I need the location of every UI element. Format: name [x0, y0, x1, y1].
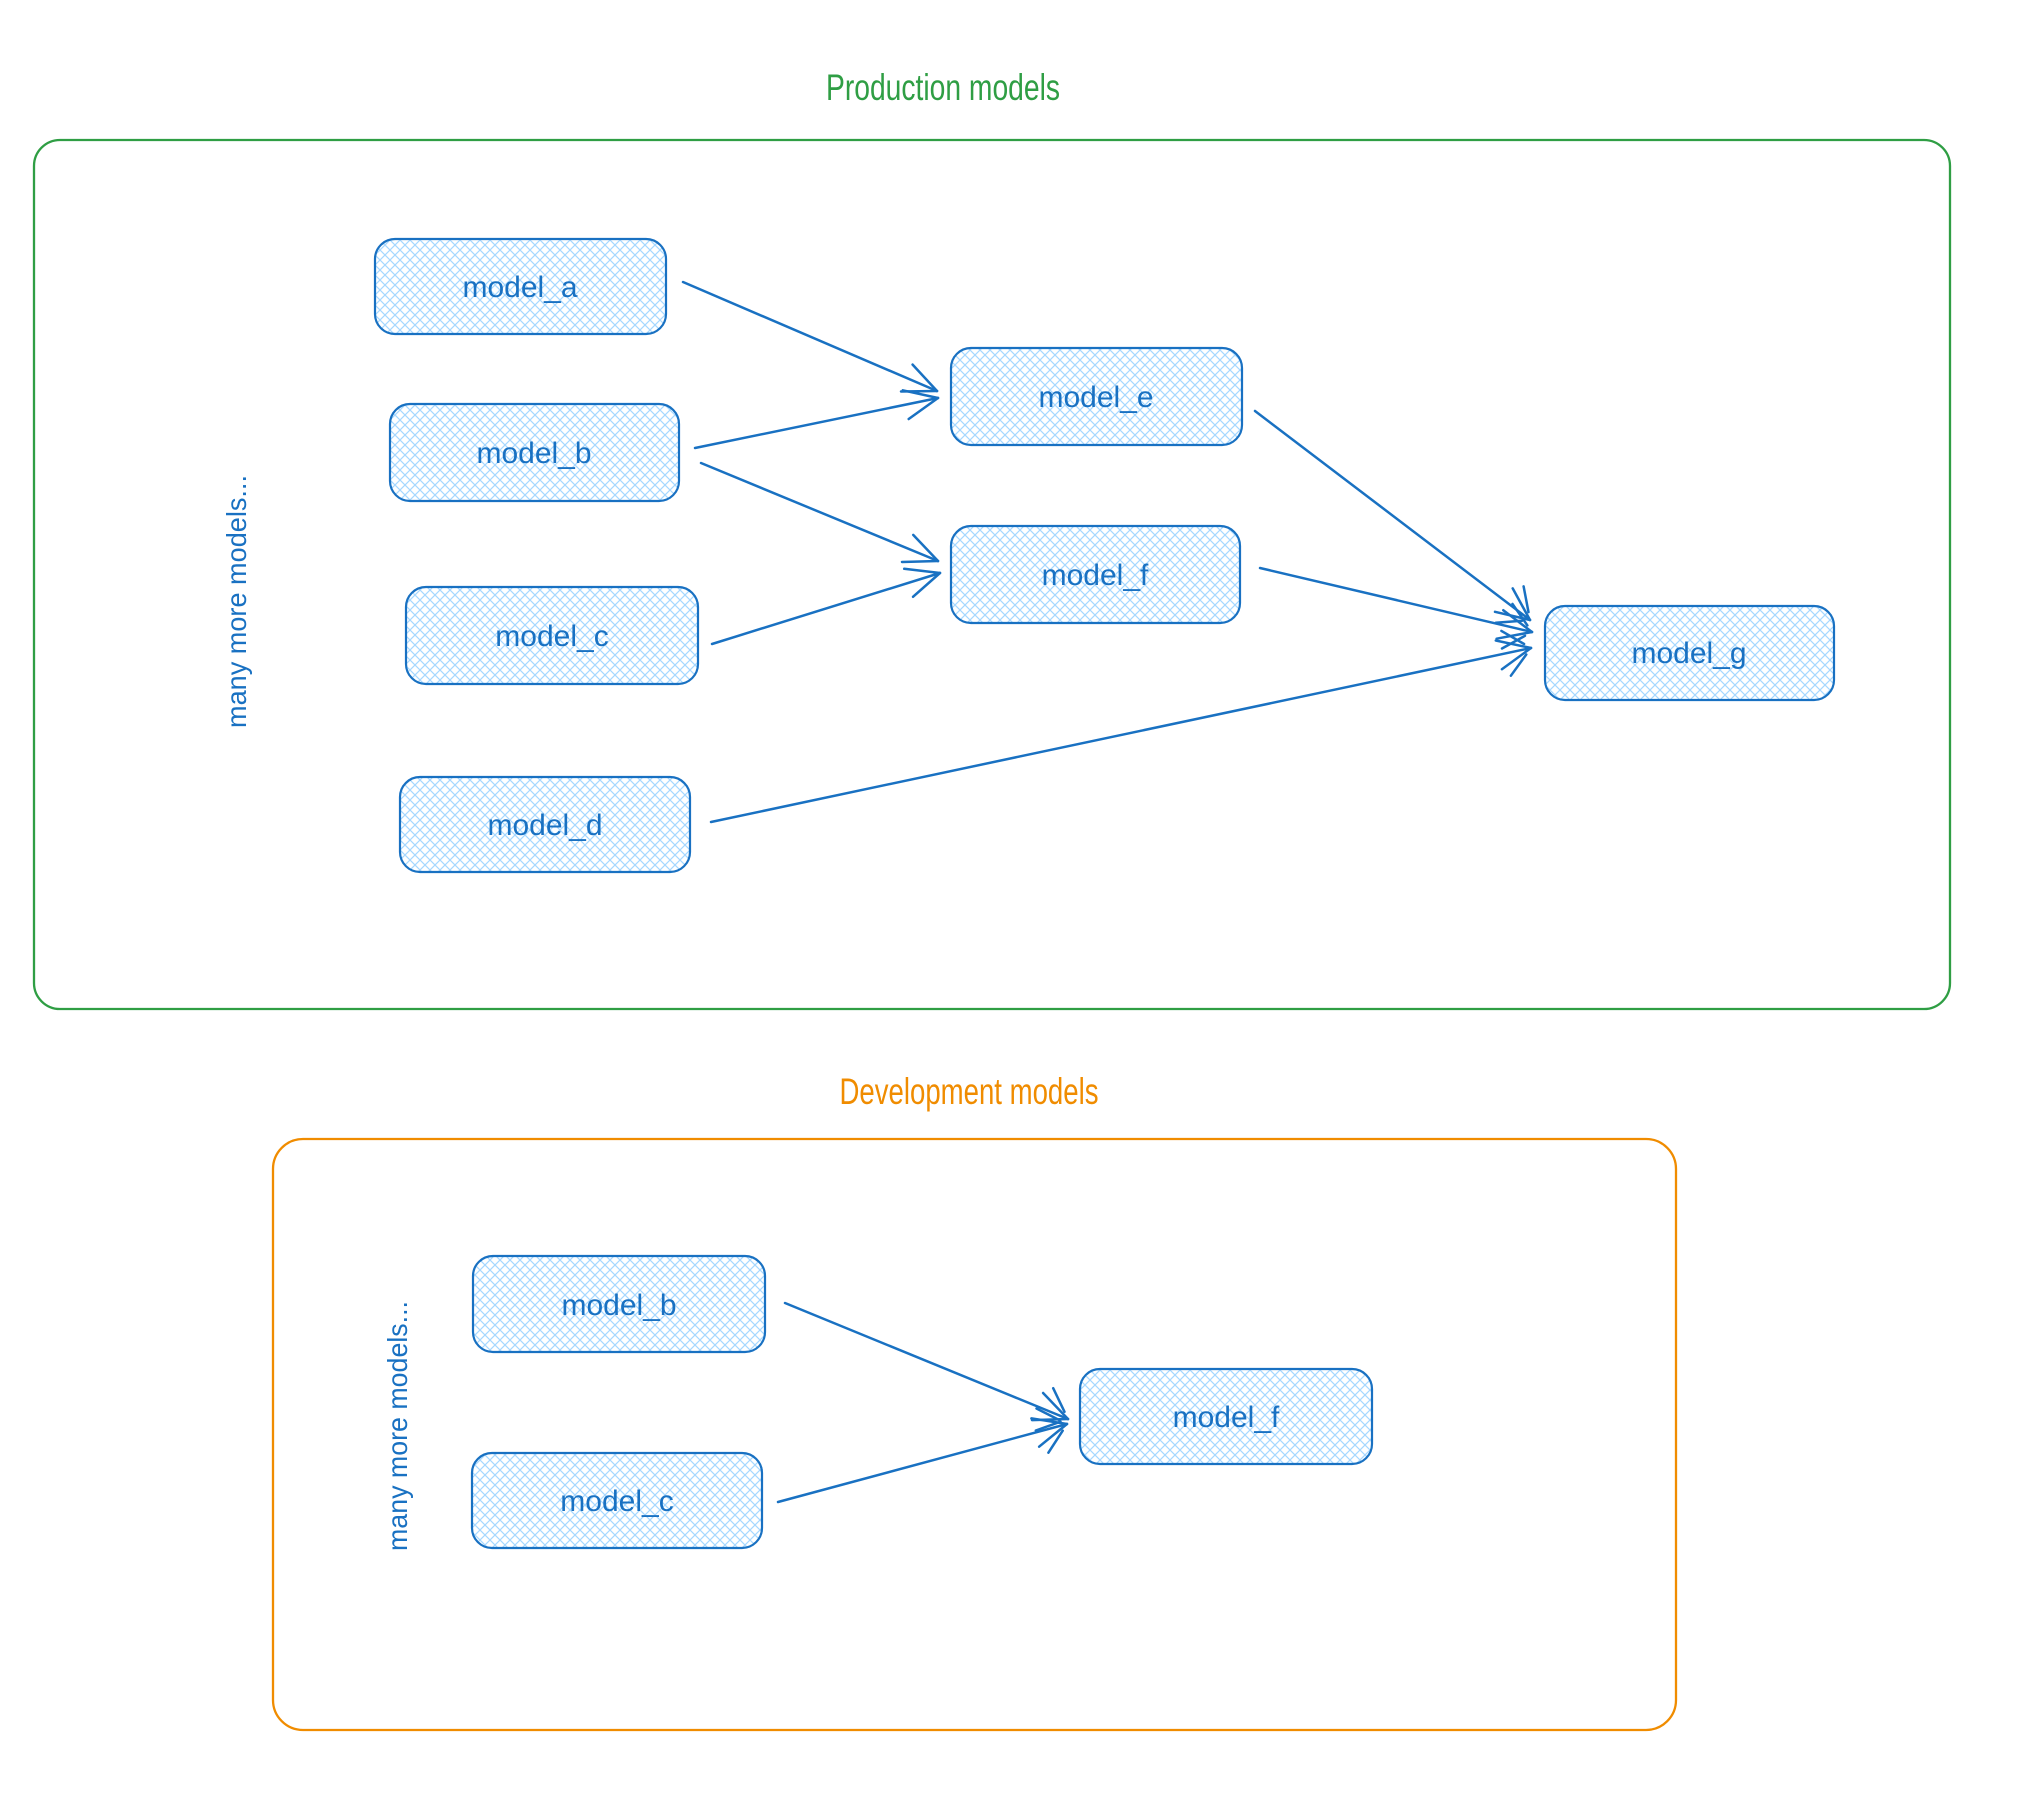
svg-text:model_f: model_f — [1173, 1401, 1280, 1434]
svg-text:model_a: model_a — [462, 271, 577, 304]
svg-text:model_b: model_b — [476, 437, 591, 470]
svg-text:model_g: model_g — [1631, 637, 1746, 670]
svg-text:model_f: model_f — [1042, 559, 1149, 592]
svg-text:model_d: model_d — [487, 809, 602, 842]
svg-text:many more models...: many more models... — [382, 1301, 413, 1551]
svg-text:Development models: Development models — [840, 1071, 1099, 1112]
svg-text:many more models...: many more models... — [221, 475, 252, 728]
svg-text:Production models: Production models — [826, 67, 1060, 108]
svg-text:model_c: model_c — [560, 1485, 673, 1518]
svg-text:model_b: model_b — [561, 1289, 676, 1322]
svg-text:model_e: model_e — [1038, 381, 1153, 414]
svg-text:model_c: model_c — [495, 620, 608, 653]
